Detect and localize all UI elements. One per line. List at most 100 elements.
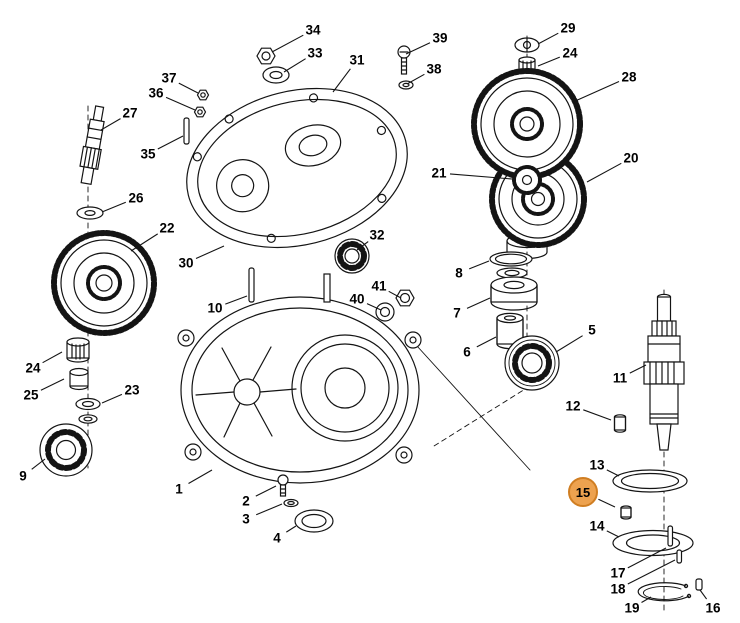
callout-23: 23 bbox=[124, 382, 140, 398]
housing-1 bbox=[177, 273, 422, 484]
pinion-21 bbox=[512, 165, 542, 195]
ring-13 bbox=[612, 469, 688, 493]
leader-line-18 bbox=[627, 559, 676, 585]
leader-line-24-top bbox=[537, 56, 561, 67]
leader-line-1 bbox=[188, 469, 213, 484]
callout-34: 34 bbox=[305, 22, 321, 38]
leader-line-15 bbox=[598, 498, 616, 508]
callout-5: 5 bbox=[588, 322, 596, 338]
callout-13: 13 bbox=[589, 457, 605, 473]
callout-31: 31 bbox=[349, 52, 365, 68]
shaft-27 bbox=[79, 105, 105, 186]
leader-line-36 bbox=[165, 96, 196, 111]
callout-3: 3 bbox=[242, 511, 250, 527]
leader-line-30 bbox=[195, 245, 225, 260]
leader-line-23 bbox=[101, 393, 123, 404]
gear-22 bbox=[51, 230, 157, 336]
pin-16 bbox=[695, 578, 703, 591]
callout-4: 4 bbox=[273, 530, 281, 546]
screw-2 bbox=[277, 474, 289, 497]
callout-1: 1 bbox=[175, 481, 183, 497]
callout-35: 35 bbox=[140, 146, 156, 162]
seal-4 bbox=[294, 509, 334, 533]
leader-line-26 bbox=[101, 201, 127, 213]
nut-34 bbox=[256, 47, 276, 65]
callout-21: 21 bbox=[431, 165, 447, 181]
callout-39: 39 bbox=[432, 30, 448, 46]
ring-under-23 bbox=[78, 414, 98, 424]
callout-10: 10 bbox=[207, 300, 223, 316]
callout-33: 33 bbox=[307, 45, 323, 61]
callout-12: 12 bbox=[565, 398, 581, 414]
callout-28: 28 bbox=[621, 69, 637, 85]
leader-line-10 bbox=[225, 295, 248, 305]
ring-3 bbox=[283, 498, 299, 508]
callout-9: 9 bbox=[19, 468, 27, 484]
callout-17: 17 bbox=[610, 565, 626, 581]
callout-24-top: 24 bbox=[562, 45, 578, 61]
wing-nut-29 bbox=[514, 37, 540, 53]
nut-37 bbox=[196, 89, 210, 101]
leader-line-19 bbox=[641, 596, 652, 603]
leader-line-39 bbox=[405, 42, 431, 55]
leader-line-35 bbox=[157, 135, 184, 150]
callout-36: 36 bbox=[148, 85, 164, 101]
leader-line-37 bbox=[178, 82, 199, 94]
leader-line-21 bbox=[449, 173, 513, 180]
leader-line-38 bbox=[406, 73, 425, 85]
leader-line-7 bbox=[466, 297, 491, 309]
grommet-40 bbox=[375, 302, 395, 322]
leader-line-5 bbox=[555, 335, 583, 353]
callout-27: 27 bbox=[122, 105, 138, 121]
leader-line-8 bbox=[468, 260, 490, 270]
callout-26: 26 bbox=[128, 190, 144, 206]
callout-18: 18 bbox=[610, 581, 626, 597]
cover-31 bbox=[186, 87, 408, 249]
bearing-5 bbox=[504, 335, 560, 391]
sleeve-25 bbox=[69, 367, 89, 391]
pin-15 bbox=[620, 505, 632, 520]
leader-line-6 bbox=[476, 336, 497, 348]
nut-36 bbox=[193, 106, 207, 118]
callout-2: 2 bbox=[242, 493, 250, 509]
callout-7: 7 bbox=[453, 305, 461, 321]
callout-6: 6 bbox=[463, 344, 471, 360]
callout-32: 32 bbox=[369, 227, 385, 243]
callout-11: 11 bbox=[612, 370, 628, 386]
leader-line-22 bbox=[130, 233, 158, 252]
leader-line-33 bbox=[283, 58, 306, 73]
snap-ring-8 bbox=[489, 251, 533, 267]
pin-17 bbox=[667, 525, 674, 547]
callout-8: 8 bbox=[455, 265, 463, 281]
bearing-7 bbox=[490, 276, 538, 311]
leader-line-31 bbox=[332, 68, 351, 93]
leader-line-3 bbox=[255, 503, 283, 516]
washer-23 bbox=[75, 397, 101, 411]
callout-25: 25 bbox=[23, 387, 39, 403]
callout-37: 37 bbox=[161, 70, 177, 86]
pin-12 bbox=[613, 414, 627, 433]
callout-15-highlighted: 15 bbox=[568, 477, 598, 507]
plug-41 bbox=[395, 289, 415, 307]
seal-33 bbox=[262, 66, 290, 84]
callout-40: 40 bbox=[349, 291, 365, 307]
pin-10 bbox=[248, 267, 255, 303]
callout-24-left: 24 bbox=[25, 360, 41, 376]
leader-line-14 bbox=[606, 530, 620, 538]
leader-line-4 bbox=[286, 525, 297, 533]
leader-line-11 bbox=[629, 364, 647, 374]
gear-28 bbox=[471, 68, 583, 180]
callout-29: 29 bbox=[560, 20, 576, 36]
leader-line-25 bbox=[40, 378, 65, 391]
callout-38: 38 bbox=[426, 61, 442, 77]
leader-line-13 bbox=[606, 469, 620, 477]
callout-19: 19 bbox=[624, 600, 640, 616]
leader-line-32 bbox=[356, 241, 369, 251]
leader-line-34 bbox=[271, 34, 304, 53]
callout-14: 14 bbox=[589, 518, 605, 534]
washer-26 bbox=[76, 206, 104, 220]
pin-18 bbox=[676, 549, 683, 564]
leader-line-29 bbox=[537, 32, 559, 45]
